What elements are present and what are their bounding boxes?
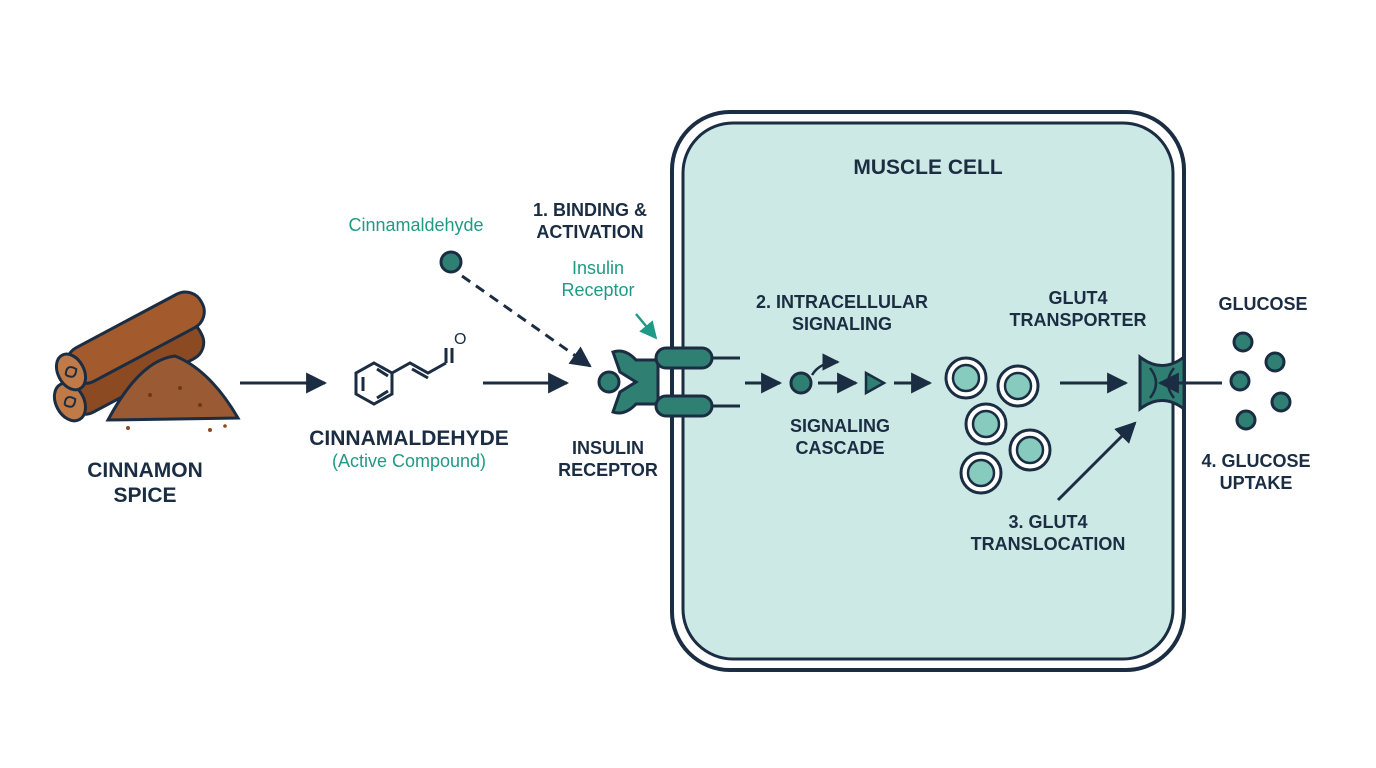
muscle-cell xyxy=(670,110,1186,672)
signaling-cascade-line1: SIGNALING xyxy=(789,416,890,436)
spice-pile-icon xyxy=(105,354,241,432)
compound-label: CINNAMALDEHYDE (Active Compound) xyxy=(296,426,522,473)
receptor-callout-line1: Insulin xyxy=(571,258,625,278)
step4-label: 4. GLUCOSE UPTAKE xyxy=(1196,451,1316,494)
insulin-receptor-icon xyxy=(597,346,740,418)
receptor-callout-label: Insulin Receptor xyxy=(550,258,646,301)
glut4-transporter-line1: GLUT4 xyxy=(1048,288,1108,308)
glut4-transporter-label: GLUT4 TRANSPORTER xyxy=(1000,288,1156,331)
cinnamon-label-line1: CINNAMON xyxy=(87,459,203,482)
signaling-cascade-line2: CASCADE xyxy=(795,437,885,458)
step3-line1: 3. GLUT4 xyxy=(1008,512,1088,532)
oxygen-atom-label: O xyxy=(454,331,466,348)
benzene-ring-icon xyxy=(354,348,454,406)
receptor-callout-arrow xyxy=(635,313,658,340)
cinnamon-label-line2: SPICE xyxy=(113,484,177,508)
insulin-receptor-line1: INSULIN xyxy=(572,438,644,458)
insulin-receptor-line2: RECEPTOR xyxy=(558,459,658,480)
step3-label: 3. GLUT4 TRANSLOCATION xyxy=(958,512,1138,555)
glut4-transporter-line2: TRANSPORTER xyxy=(1009,309,1147,330)
step4-line2: UPTAKE xyxy=(1219,472,1293,493)
cinnamaldehyde-molecule-icon xyxy=(439,250,463,274)
step1-line1: 1. BINDING & xyxy=(532,200,647,220)
receptor-callout-line2: Receptor xyxy=(561,279,635,300)
step1-line2: ACTIVATION xyxy=(536,221,644,242)
cinnamaldehyde-molecule-label: Cinnamaldehyde xyxy=(348,215,484,235)
signaling-cascade-icon xyxy=(745,353,933,396)
step4-line1: 4. GLUCOSE xyxy=(1201,451,1311,471)
glucose-title: GLUCOSE xyxy=(1218,294,1308,314)
glut4-vesicle-icon xyxy=(944,356,1052,495)
step2-label: 2. INTRACELLULAR SIGNALING xyxy=(742,292,942,335)
binding-dashed-arrow xyxy=(461,274,592,368)
compound-subtitle: (Active Compound) xyxy=(331,451,487,472)
cinnamon-label: CINNAMON SPICE xyxy=(80,458,210,508)
step1-label: 1. BINDING & ACTIVATION xyxy=(520,200,660,243)
step2-line2: SIGNALING xyxy=(791,313,892,334)
compound-name: CINNAMALDEHYDE xyxy=(309,427,509,450)
step2-line1: 2. INTRACELLULAR xyxy=(756,292,928,312)
insulin-receptor-label: INSULIN RECEPTOR xyxy=(548,438,668,481)
glucose-molecule-icon xyxy=(1229,331,1292,431)
signaling-cascade-label: SIGNALING CASCADE xyxy=(780,416,900,459)
step3-line2: TRANSLOCATION xyxy=(970,533,1126,554)
translocation-arrow xyxy=(1056,421,1137,502)
muscle-cell-title: MUSCLE CELL xyxy=(853,156,1003,179)
